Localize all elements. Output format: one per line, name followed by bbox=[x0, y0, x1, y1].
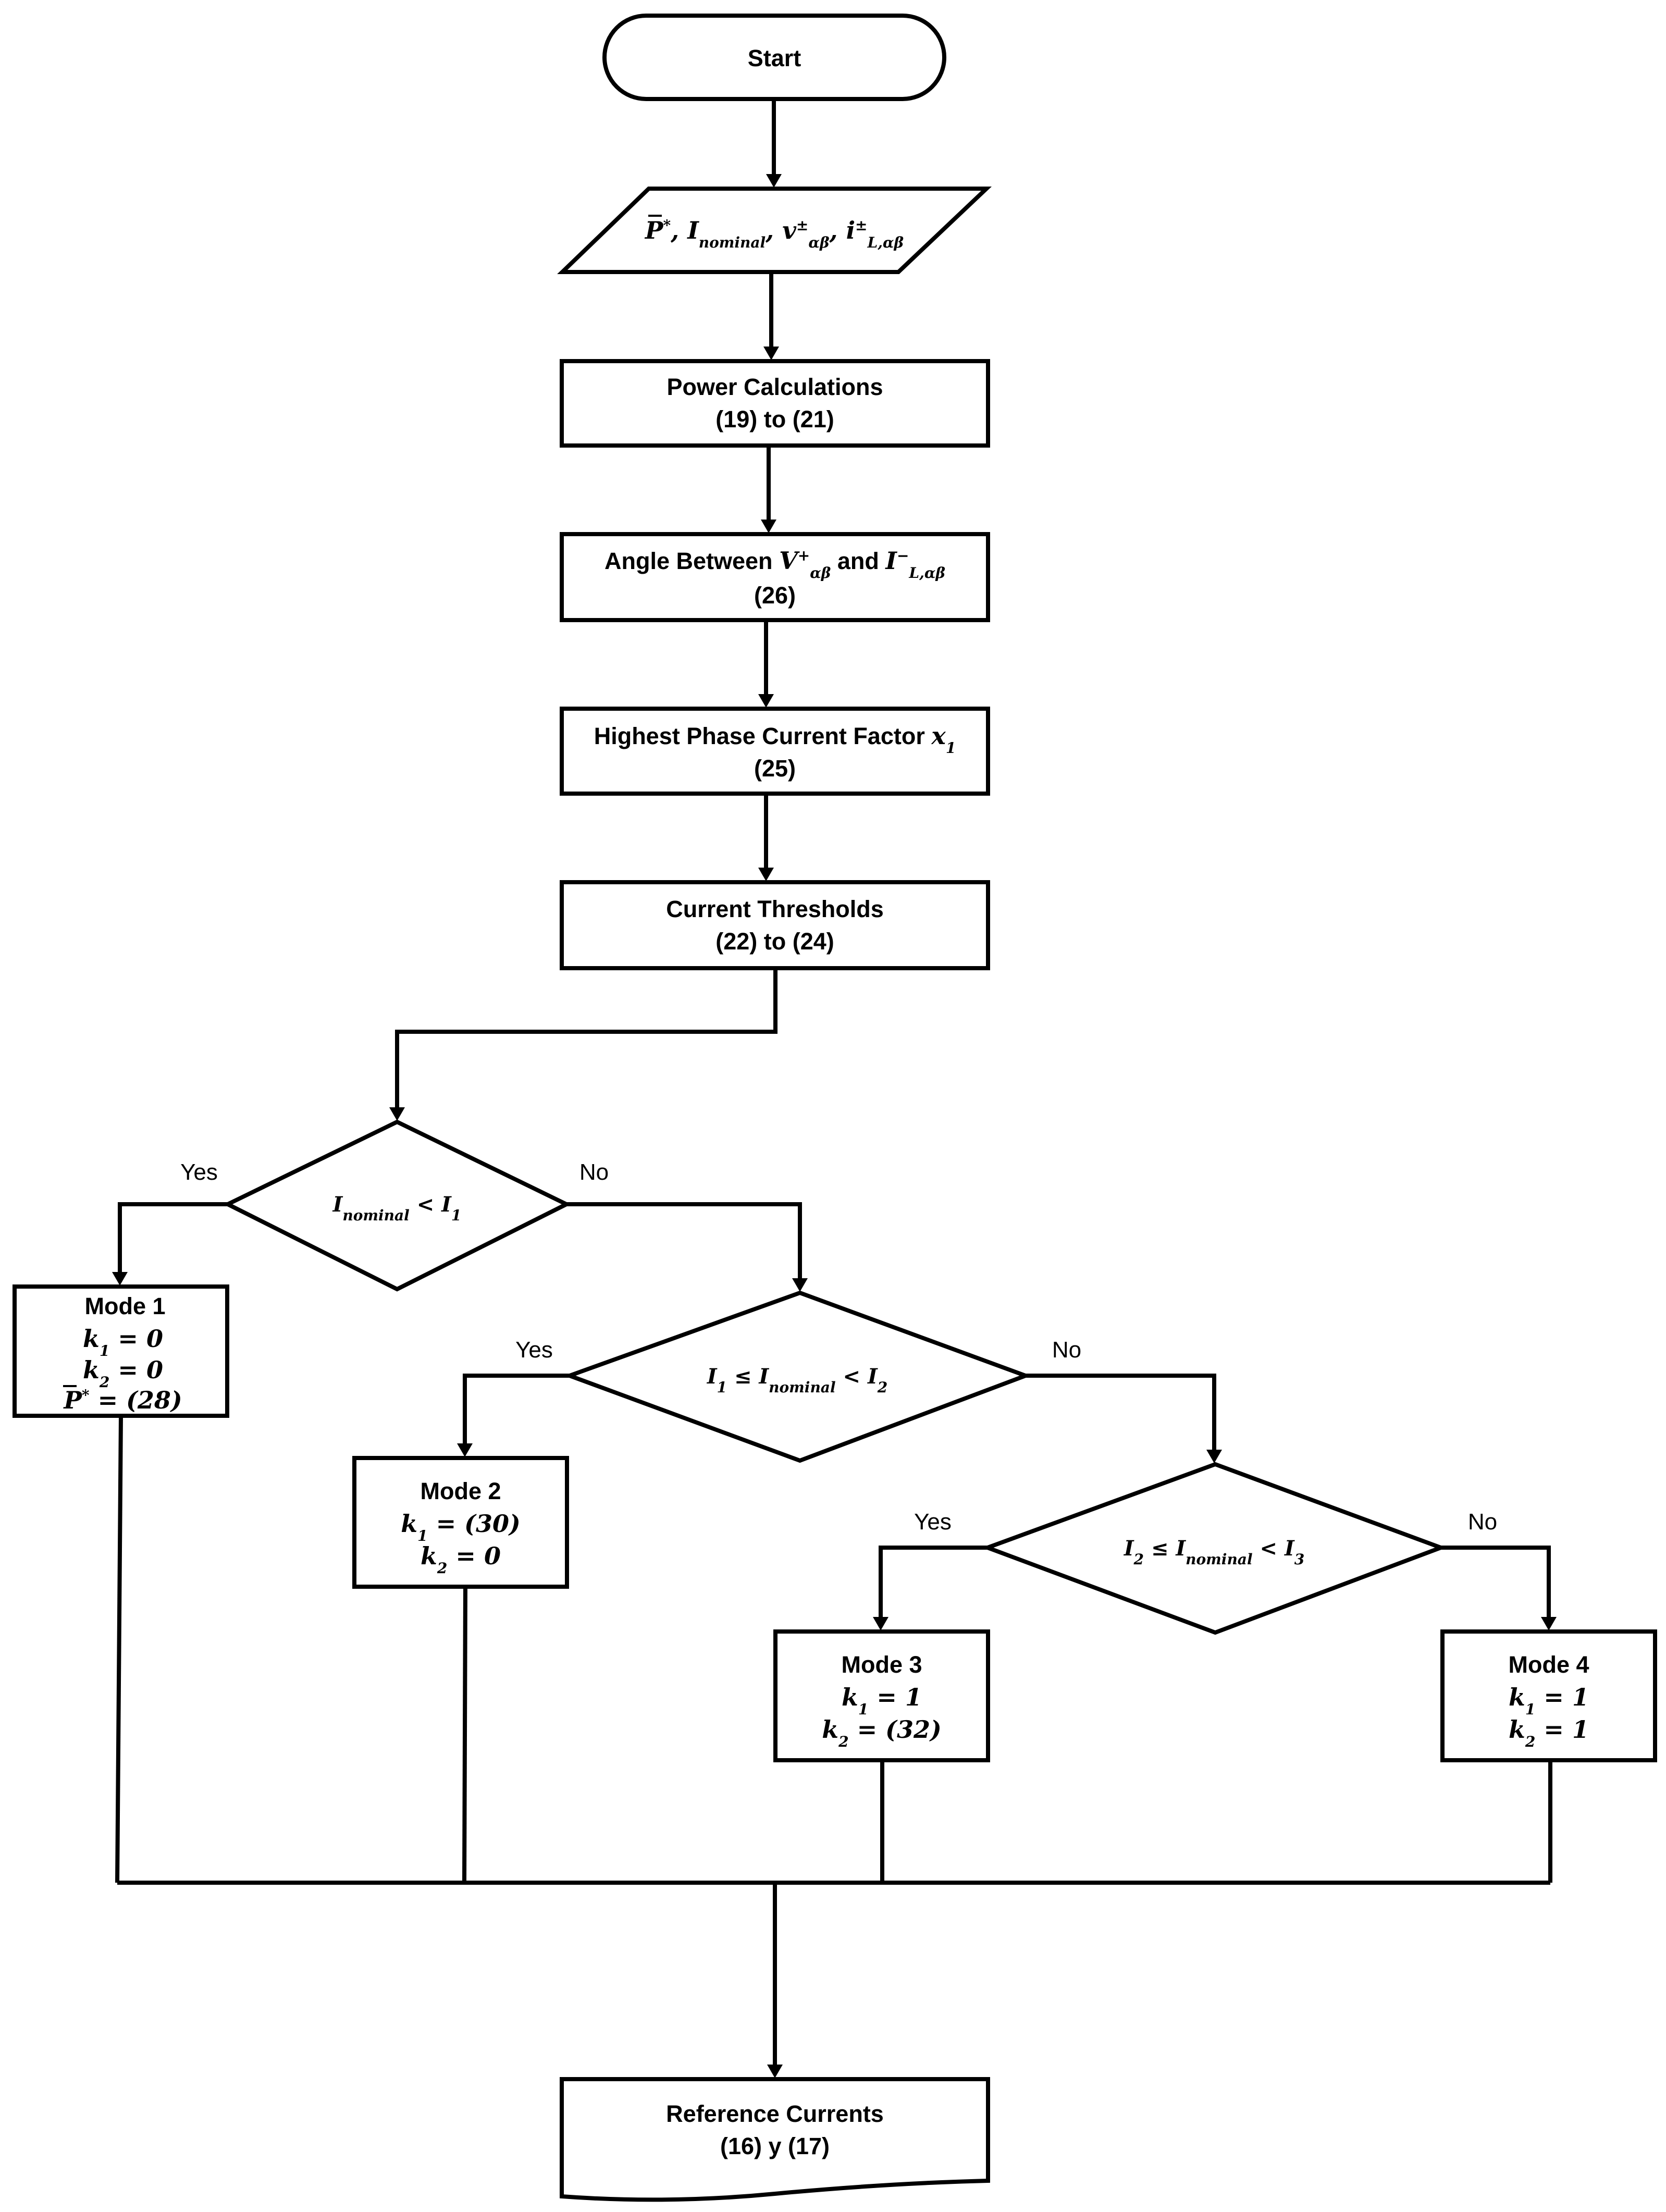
decision-3-no-label: No bbox=[1468, 1509, 1497, 1535]
thresholds-ref: (22) to (24) bbox=[715, 928, 834, 955]
arrowhead bbox=[457, 1443, 473, 1457]
edge-decision3-yes bbox=[879, 1546, 988, 1617]
mode-1-box: Mode 1 k1 = 0 k2 = 0 P* = (28) bbox=[13, 1284, 229, 1418]
arrowhead bbox=[389, 1107, 405, 1121]
decision-1: Inominal < I1 bbox=[223, 1119, 572, 1292]
arrowhead bbox=[767, 2065, 783, 2078]
decision-3-yes-label: Yes bbox=[914, 1509, 952, 1535]
edge-thresholds-decision1 bbox=[395, 968, 778, 1107]
reference-currents-box: Reference Currents (16) y (17) bbox=[560, 2077, 990, 2202]
angle-title: Angle Between V+αβ and I−L,αβ bbox=[604, 547, 945, 582]
mode-4-k1: k1 = 1 bbox=[1509, 1683, 1589, 1718]
edge-decision2-no bbox=[1026, 1374, 1216, 1450]
edge-decision1-yes bbox=[118, 1202, 228, 1272]
decision-2-yes-label: Yes bbox=[515, 1337, 553, 1363]
decision-2-condition: I1 ≤ Inominal < I2 bbox=[707, 1364, 887, 1396]
highest-phase-ref: (25) bbox=[754, 755, 796, 782]
edge-mode2-merge bbox=[462, 1586, 467, 1883]
mode-3-box: Mode 3 k1 = 1 k2 = (32) bbox=[773, 1629, 990, 1762]
start-label: Start bbox=[748, 45, 801, 71]
highest-phase-title: Highest Phase Current Factor x1 bbox=[594, 722, 956, 757]
edge-decision1-no bbox=[566, 1202, 802, 1278]
decision-2-no-label: No bbox=[1052, 1337, 1081, 1363]
mode-2-k1: k1 = (30) bbox=[401, 1510, 520, 1544]
mode-2-box: Mode 2 k1 = (30) k2 = 0 bbox=[352, 1456, 569, 1589]
thresholds-title: Current Thresholds bbox=[666, 896, 884, 922]
mode-2-title: Mode 2 bbox=[420, 1478, 501, 1504]
arrowhead bbox=[758, 868, 774, 881]
power-calculations-title: Power Calculations bbox=[667, 374, 883, 400]
mode-3-title: Mode 3 bbox=[841, 1651, 922, 1678]
thresholds-box: Current Thresholds (22) to (24) bbox=[560, 880, 990, 970]
mode-1-k2: k2 = 0 bbox=[83, 1356, 163, 1391]
connectors bbox=[112, 100, 1557, 2078]
arrowhead bbox=[1541, 1617, 1557, 1630]
mode-4-box: Mode 4 k1 = 1 k2 = 1 bbox=[1440, 1629, 1657, 1762]
arrowhead bbox=[792, 1278, 808, 1292]
arrowhead bbox=[758, 694, 774, 708]
mode-1-title: Mode 1 bbox=[84, 1293, 165, 1319]
angle-box: Angle Between V+αβ and I−L,αβ (26) bbox=[560, 532, 990, 622]
power-calculations-box: Power Calculations (19) to (21) bbox=[560, 359, 990, 448]
reference-currents-title: Reference Currents bbox=[666, 2100, 884, 2127]
arrowhead bbox=[763, 347, 779, 360]
mode-3-k2: k2 = (32) bbox=[822, 1715, 941, 1750]
arrowhead bbox=[112, 1272, 128, 1286]
mode-4-k2: k2 = 1 bbox=[1509, 1715, 1589, 1750]
decision-2: I1 ≤ Inominal < I2 bbox=[563, 1290, 1032, 1463]
arrowhead bbox=[873, 1617, 888, 1630]
decision-1-no-label: No bbox=[579, 1159, 609, 1185]
angle-ref: (26) bbox=[754, 582, 796, 609]
arrowhead bbox=[1206, 1450, 1222, 1463]
mode-1-k1: k1 = 0 bbox=[83, 1325, 163, 1360]
edge-decision2-yes bbox=[463, 1374, 570, 1443]
highest-phase-box: Highest Phase Current Factor x1 (25) bbox=[560, 707, 990, 796]
decision-3: I2 ≤ Inominal < I3 bbox=[981, 1462, 1447, 1635]
arrowhead bbox=[766, 174, 782, 188]
decision-3-condition: I2 ≤ Inominal < I3 bbox=[1124, 1536, 1304, 1568]
mode-2-k2: k2 = 0 bbox=[421, 1542, 501, 1577]
start-terminal: Start bbox=[602, 14, 946, 101]
inputs-text: P*, Inominal, v±αβ, i±L,αβ bbox=[644, 216, 904, 251]
edge-mode1-merge bbox=[115, 1415, 123, 1883]
mode-4-title: Mode 4 bbox=[1508, 1651, 1589, 1678]
decision-1-yes-label: Yes bbox=[180, 1159, 218, 1185]
reference-currents-ref: (16) y (17) bbox=[720, 2133, 830, 2159]
mode-3-k1: k1 = 1 bbox=[842, 1683, 922, 1718]
decision-1-condition: Inominal < I1 bbox=[332, 1192, 462, 1224]
mode-1-p: P* = (28) bbox=[63, 1386, 182, 1414]
power-calculations-ref: (19) to (21) bbox=[715, 406, 834, 432]
arrowhead bbox=[761, 520, 776, 533]
edge-decision3-no bbox=[1441, 1546, 1551, 1617]
inputs-parallelogram: P*, Inominal, v±αβ, i±L,αβ bbox=[557, 187, 992, 274]
